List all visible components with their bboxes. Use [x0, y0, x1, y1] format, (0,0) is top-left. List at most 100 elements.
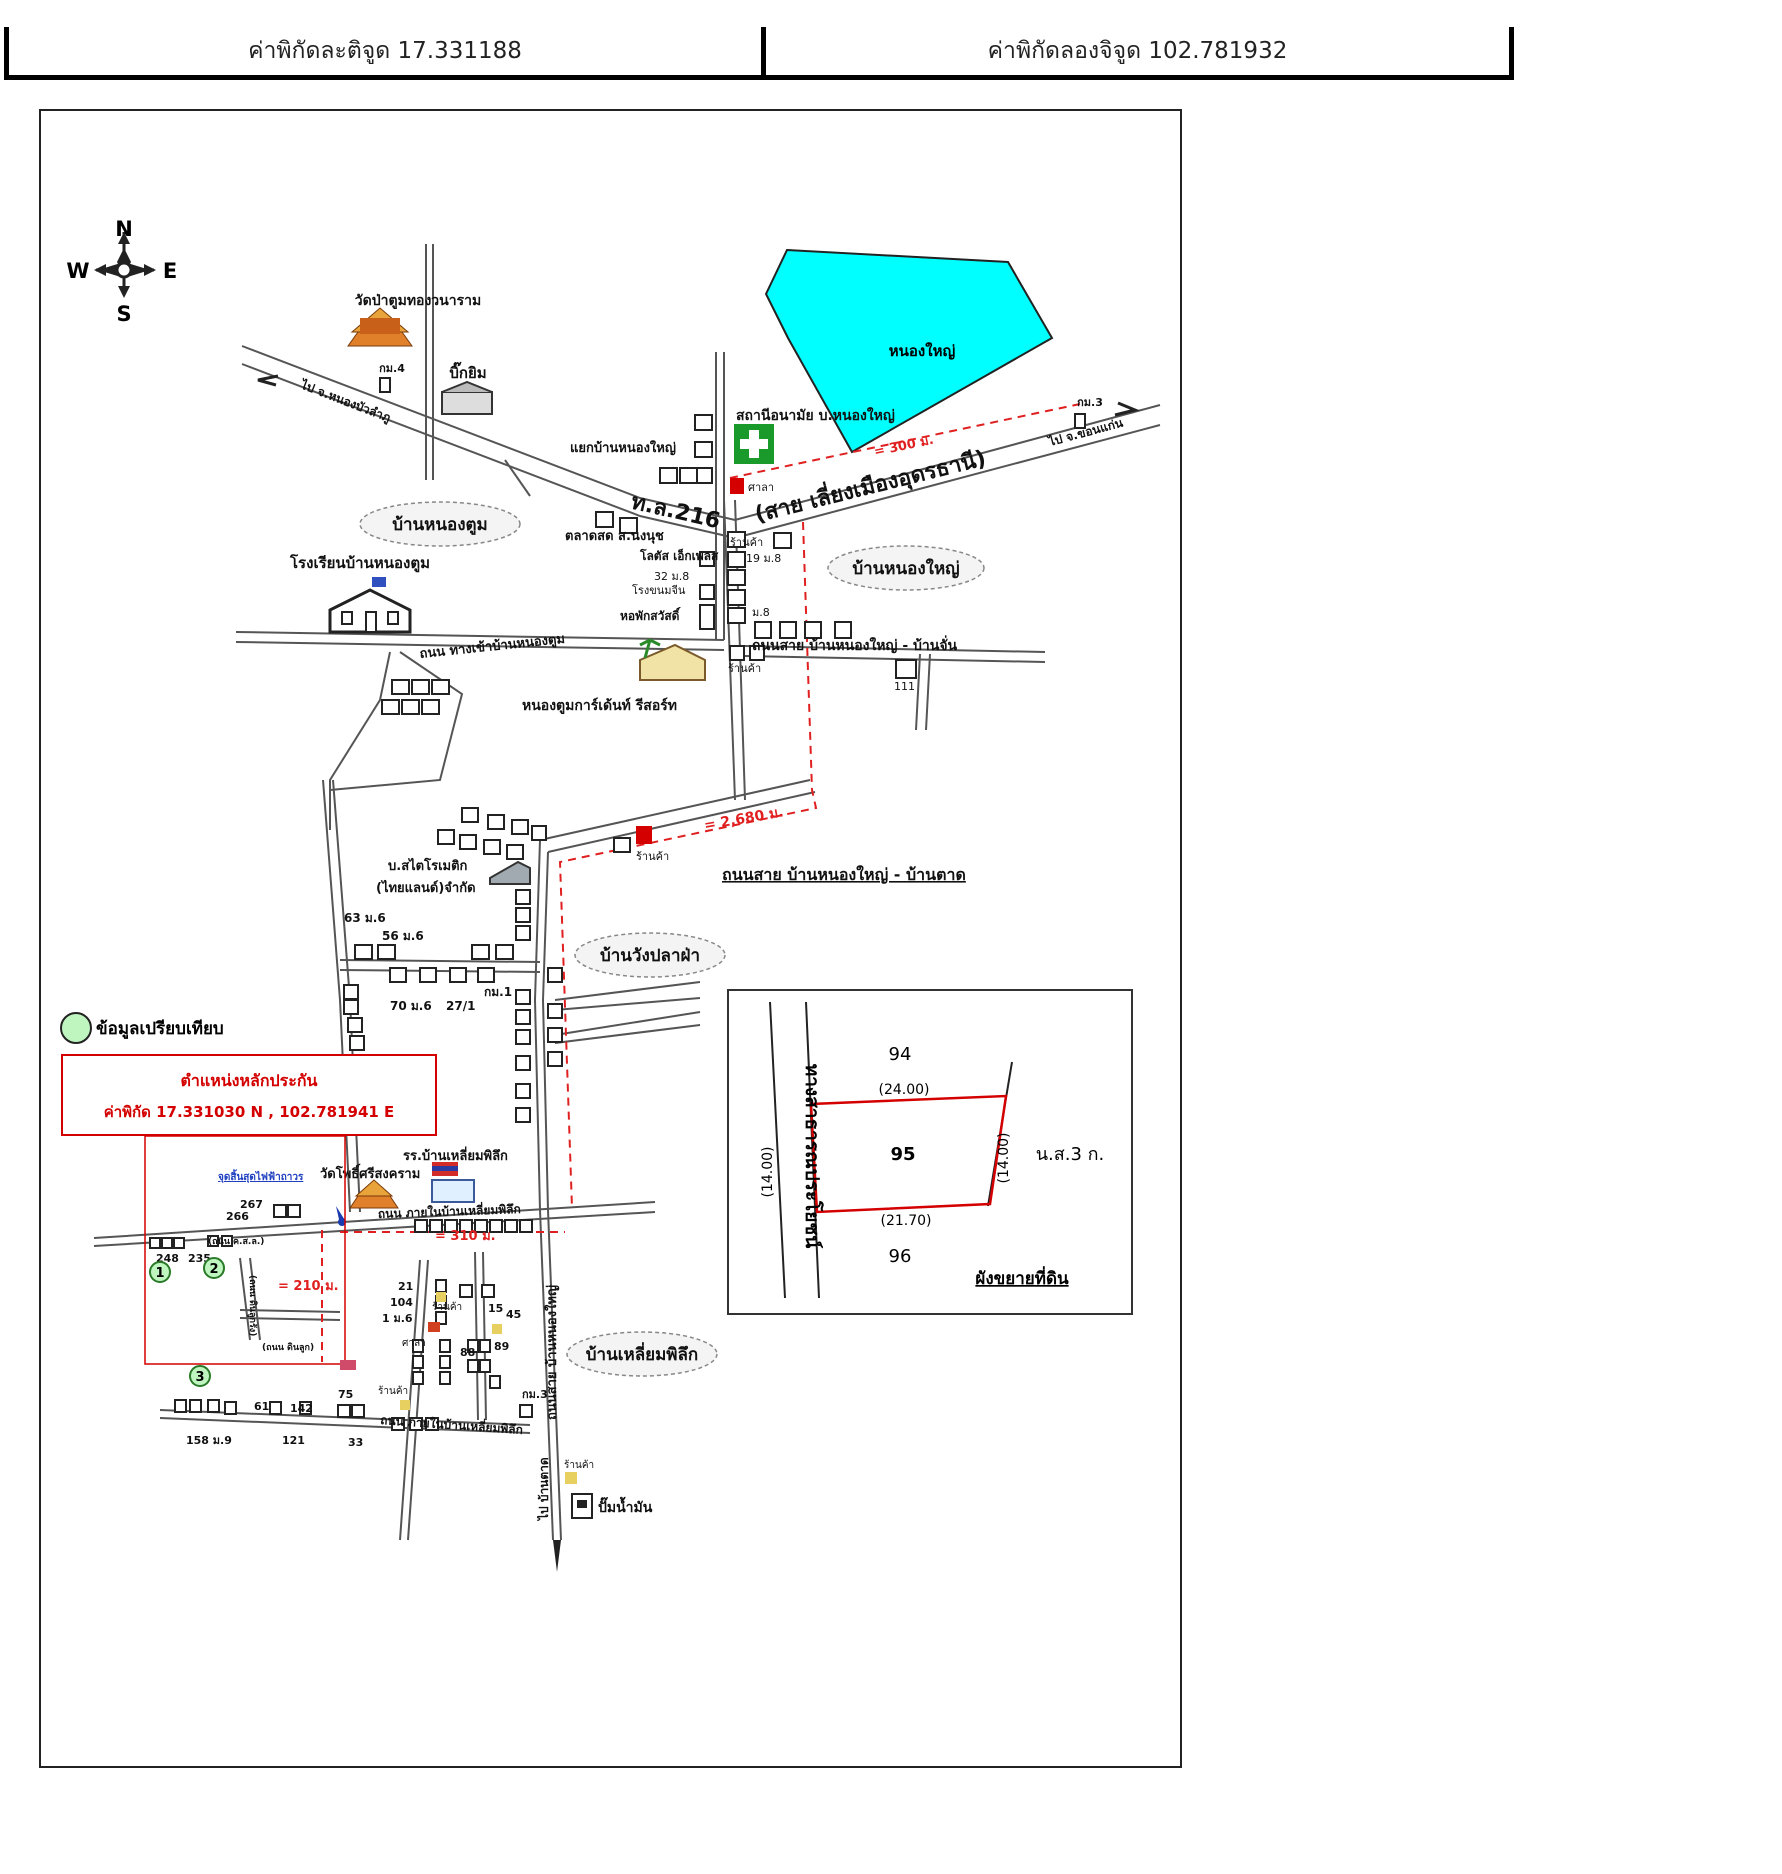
shop-b1-label: ร้านค้า [432, 1301, 462, 1313]
company-label-2: (ไทยแลนด์)จำกัด [376, 879, 476, 896]
shop-b2-label: ร้านค้า [378, 1385, 408, 1397]
h267-label: 267 [240, 1198, 263, 1211]
parcel-caption: ผังขยายที่ดิน [975, 1266, 1069, 1289]
parcel-east-label: น.ส.3 ก. [1036, 1144, 1105, 1165]
village-nongtoom-label: บ้านหนองตูม [392, 515, 488, 536]
road-dirt-label: (ถนน ดินลูก) [262, 1342, 314, 1353]
coordinates-header: ค่าพิกัดละติจูด 17.331188 ค่าพิกัดลองจิจ… [4, 27, 1514, 80]
parcel-road-label: ทางสาธารณประโยชน์ [801, 1064, 824, 1249]
dist-210-label: = 210 ม. [278, 1279, 339, 1294]
road-in-liam-label: ถนน ภายในบ้านเหลี่ยมพิลึก [378, 1200, 521, 1221]
temple-top-label: วัดป่าตูมทองวนาราม [355, 293, 481, 309]
shop-bottom-3-icon [400, 1400, 410, 1410]
h88-label: 88 [460, 1346, 475, 1359]
health-station-icon [734, 424, 774, 464]
road-nongyai-bantad-label: ถนนสาย บ้านหนองใหญ่ - บ้านตาด [722, 865, 966, 885]
comparison-legend-label: ข้อมูลเปรียบเทียบ [96, 1018, 224, 1040]
village-ovals [359, 501, 985, 1377]
collateral-box [61, 1054, 437, 1136]
dorm-label: หอพักสวัสดิ์ [620, 607, 681, 623]
shop-2680-label: ร้านค้า [636, 850, 669, 863]
sala-b-label: ศาลา [402, 1338, 426, 1349]
shop-bottom-4-icon [565, 1472, 577, 1484]
marker-2: 2 [209, 1262, 218, 1277]
roads [93, 244, 1161, 1541]
h1m6-label: 1 ม.6 [382, 1312, 413, 1325]
h33-label: 33 [348, 1436, 363, 1449]
shop-b3-label: ร้านค้า [564, 1459, 594, 1471]
h158-label: 158 ม.9 [186, 1434, 232, 1447]
compass-rose-icon: N S W E [66, 217, 177, 326]
lake-nongyai [764, 248, 1054, 454]
h104-label: 104 [390, 1296, 413, 1309]
road-soil-label: (ถนน ดินลูกรัง) [247, 1275, 258, 1336]
collateral-flag-icon [340, 1360, 356, 1370]
h32-label: 32 ม.8 [654, 570, 689, 583]
temple-icon [347, 307, 413, 347]
h15-label: 15 [488, 1302, 503, 1315]
noodle-label: โรงขนมจีน [632, 583, 686, 597]
sala-marker-icon [730, 478, 744, 494]
shop-bottom-2-icon [492, 1324, 502, 1334]
arrow-west-icon [257, 374, 279, 387]
compass-north: N [115, 217, 133, 241]
km3-b-label: กม.3 [522, 1388, 548, 1401]
shop-top-label: ร้านค้า [730, 536, 763, 549]
h266-label: 266 [226, 1210, 249, 1223]
shop-bottom-1-icon [436, 1292, 446, 1302]
collateral-title: ตำแหน่งหลักประกัน [181, 1071, 318, 1090]
gas-station-icon [571, 1493, 593, 1519]
parcel-south: 96 [889, 1246, 912, 1267]
dist-310-label: = 310 ม. [435, 1229, 496, 1244]
road-nongyai-banjan-label: ถนนสาย บ้านหนองใหญ่ - บ้านจั่น [752, 635, 958, 654]
parcel-top-length: (24.00) [878, 1082, 929, 1098]
h21-label: 21 [398, 1280, 413, 1293]
h89-label: 89 [494, 1340, 509, 1353]
power-end-dot [338, 1218, 346, 1226]
parcel-bottom-length: (21.70) [880, 1213, 931, 1229]
power-end-label: จุดสิ้นสุดไฟฟ้าถาวร [218, 1169, 304, 1183]
factory-icon [489, 860, 531, 885]
header-divider [761, 27, 766, 75]
mall-icon [441, 380, 493, 415]
km4-label: กม.4 [379, 362, 405, 375]
h121-label: 121 [282, 1434, 305, 1447]
sala-top-label: ศาลา [748, 481, 774, 494]
compass-west: W [66, 259, 89, 283]
comparison-markers: 1 2 3 [149, 1257, 225, 1387]
shop-marker-icon [636, 826, 652, 844]
h142-label: 142 [290, 1402, 313, 1415]
h19-label: 19 ม.8 [746, 552, 781, 565]
school-nongtoom-label: โรงเรียนบ้านหนองตูม [289, 553, 430, 573]
h111-label: 111 [894, 680, 915, 693]
collateral-coords: ค่าพิกัด 17.331030 N , 102.781941 E [104, 1103, 395, 1121]
parcel-95-outline [809, 1094, 1008, 1214]
resort-label: หนองตูมการ์เด้นท์ รีสอร์ท [522, 697, 677, 714]
school-icon [328, 577, 412, 634]
comparison-legend-icon [60, 1012, 92, 1044]
arrow-east-icon [1114, 401, 1140, 417]
h271-label: 27/1 [446, 999, 475, 1013]
road-concrete-label: (ถนน ค.ส.ล.) [208, 1237, 264, 1247]
parcel-inset: 94 95 96 (24.00) (21.70) (14.00) (14.00)… [727, 989, 1133, 1315]
h75-label: 75 [338, 1388, 353, 1401]
compass-east: E [163, 259, 177, 283]
lake-label: หนองใหญ่ [889, 342, 956, 360]
h45-label: 45 [506, 1308, 521, 1321]
market-label: ตลาดสด ส.นงนุช [565, 529, 664, 544]
to-bantad-label: ไป บ้านตาด [536, 1457, 551, 1522]
village-nongyai-label: บ้านหนองใหญ่ [852, 558, 959, 579]
gas-label: ปั๊มน้ำมัน [598, 1496, 653, 1516]
road-nongyai-liam-label: ถนนสาย บ้านหนองใหญ่ [543, 1285, 560, 1420]
parcel-right-length: (14.00) [996, 1132, 1012, 1183]
junction-label: แยกบ้านหนองใหญ่ [570, 439, 676, 456]
km-post-icon [379, 377, 1086, 429]
h70-label: 70 ม.6 [390, 999, 432, 1013]
compass-south: S [116, 302, 131, 326]
resort-icon [639, 638, 706, 681]
village-liam-label: บ้านเหลี่ยมพิลึก [586, 1342, 698, 1365]
marker-3: 3 [195, 1370, 204, 1385]
lotus-label: โลตัส เอ็กเพลส [639, 548, 719, 563]
shop-mid-label: ร้านค้า [728, 662, 761, 675]
